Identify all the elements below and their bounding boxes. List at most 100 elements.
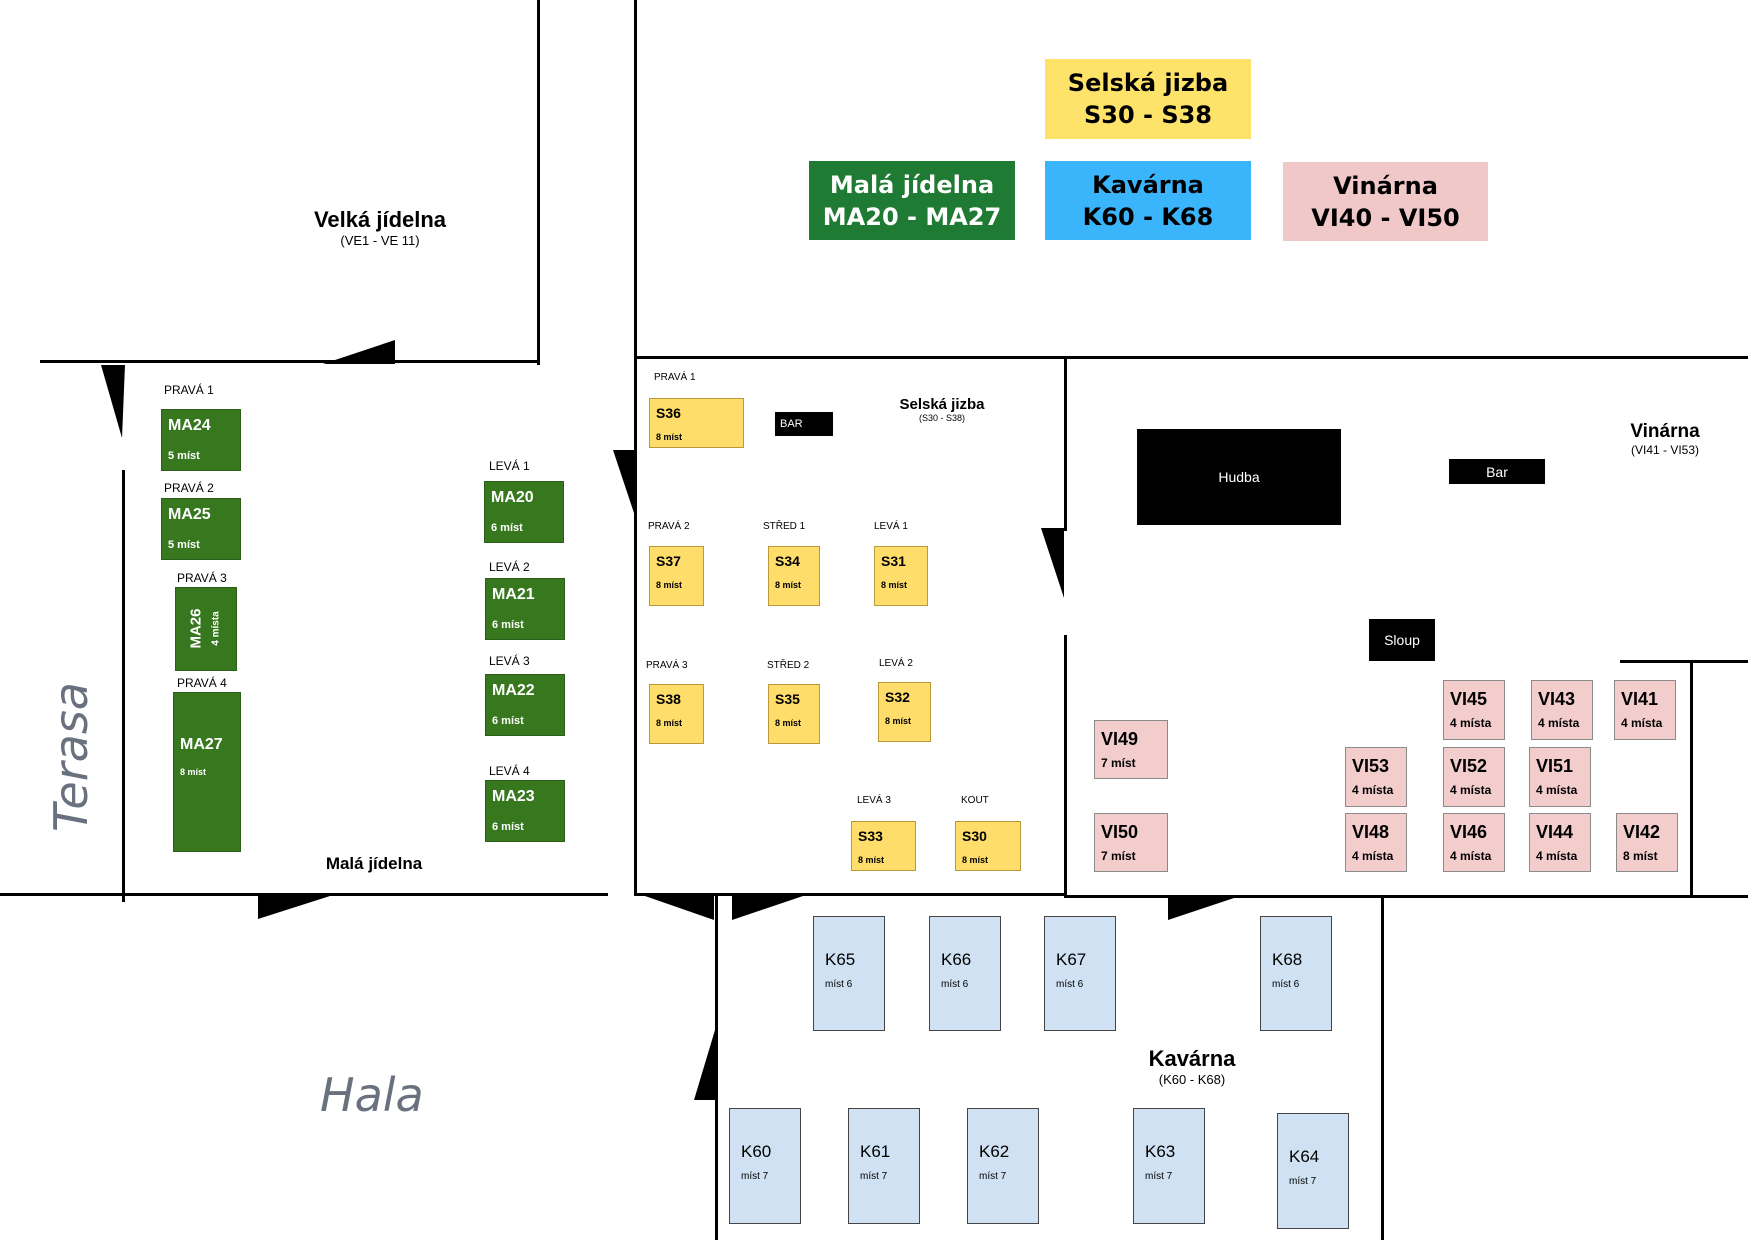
table-id: S33	[858, 828, 883, 844]
position-label: PRAVÁ 2	[648, 521, 690, 532]
door-marker	[101, 365, 125, 438]
table-ma22[interactable]: MA22 6 míst	[485, 674, 565, 736]
table-vi45[interactable]: VI45 4 místa	[1443, 680, 1505, 740]
table-vi42[interactable]: VI42 8 míst	[1616, 813, 1678, 872]
table-id: K61	[860, 1142, 891, 1161]
table-seats: 5 míst	[168, 539, 200, 551]
table-seats: 8 míst	[1623, 849, 1658, 863]
legend-name: Selská jizba	[1067, 69, 1229, 97]
table-s34[interactable]: S34 8 míst	[768, 546, 820, 606]
bar-vinarna: Bar	[1449, 459, 1545, 484]
door-marker	[732, 896, 803, 920]
table-id: S36	[656, 405, 681, 421]
table-s35[interactable]: S35 8 míst	[768, 684, 820, 744]
table-s36[interactable]: S36 8 míst	[649, 398, 744, 448]
position-label: STŘED 1	[763, 521, 806, 532]
table-seats: 8 míst	[656, 718, 683, 728]
table-id: S30	[962, 828, 987, 844]
table-id: K68	[1272, 950, 1303, 969]
table-id: VI48	[1352, 822, 1390, 842]
wall	[715, 895, 718, 1240]
wall	[1620, 660, 1748, 663]
table-ma23[interactable]: MA23 6 míst	[485, 780, 565, 842]
table-vi41[interactable]: VI41 4 místa	[1614, 680, 1676, 740]
room-range: (K60 - K68)	[1158, 1072, 1226, 1087]
table-k61[interactable]: K61 míst 7	[848, 1108, 920, 1224]
table-id: MA25	[168, 506, 211, 523]
table-seats: 6 míst	[492, 821, 524, 833]
table-seats: 7 míst	[1101, 849, 1136, 863]
door-marker	[1168, 896, 1240, 920]
table-id: K63	[1145, 1142, 1176, 1161]
table-seats: 4 místa	[1352, 849, 1394, 863]
door-marker	[694, 1030, 715, 1100]
room-title-vinarna: Vinárna (VI41 - VI53)	[1590, 421, 1740, 457]
table-k62[interactable]: K62 míst 7	[967, 1108, 1039, 1224]
room-range: (VI41 - VI53)	[1630, 443, 1700, 457]
table-ma24[interactable]: MA24 5 míst	[161, 409, 241, 471]
position-label: PRAVÁ 1	[654, 372, 696, 383]
position-label: KOUT	[961, 795, 989, 806]
table-k63[interactable]: K63 míst 7	[1133, 1108, 1205, 1224]
table-k65[interactable]: K65 míst 6	[813, 916, 885, 1031]
position-label: PRAVÁ 3	[646, 660, 688, 671]
position-label: PRAVÁ 3	[177, 571, 227, 585]
table-vi46[interactable]: VI46 4 místa	[1443, 813, 1505, 872]
table-id: K60	[741, 1142, 772, 1161]
table-id: S35	[775, 691, 800, 707]
position-label: LEVÁ 3	[857, 795, 891, 806]
table-id: MA26	[187, 608, 205, 649]
table-seats: 6 míst	[492, 619, 524, 631]
table-k64[interactable]: K64 míst 7	[1277, 1113, 1349, 1229]
table-seats: 8 míst	[656, 432, 683, 442]
table-id: K67	[1056, 950, 1087, 969]
table-seats: 4 místa	[210, 611, 222, 646]
table-k66[interactable]: K66 míst 6	[929, 916, 1001, 1031]
wall	[1064, 356, 1067, 531]
position-label: STŘED 2	[767, 660, 810, 671]
table-id: VI50	[1101, 822, 1139, 842]
table-vi49[interactable]: VI49 7 míst	[1094, 720, 1168, 779]
table-seats: míst 7	[979, 1171, 1007, 1182]
table-id: S31	[881, 553, 906, 569]
table-vi53[interactable]: VI53 4 místa	[1345, 747, 1407, 807]
table-ma25[interactable]: MA25 5 míst	[161, 498, 241, 560]
table-vi51[interactable]: VI51 4 místa	[1529, 747, 1591, 807]
room-name: Velká jídelna	[313, 207, 447, 232]
wall	[634, 0, 637, 895]
table-id: MA21	[492, 586, 535, 603]
room-title-velka-jidelna: Velká jídelna (VE1 - VE 11)	[280, 207, 480, 248]
table-vi52[interactable]: VI52 4 místa	[1443, 747, 1505, 807]
table-s38[interactable]: S38 8 míst	[649, 684, 704, 744]
wall	[1381, 895, 1384, 1240]
room-name: Malá jídelna	[325, 854, 423, 873]
table-k68[interactable]: K68 míst 6	[1260, 916, 1332, 1031]
door-marker	[613, 450, 635, 516]
table-vi44[interactable]: VI44 4 místa	[1529, 813, 1591, 872]
table-ma26[interactable]: MA26 4 místa	[175, 587, 237, 671]
table-vi50[interactable]: VI50 7 míst	[1094, 813, 1168, 872]
table-s31[interactable]: S31 8 míst	[874, 546, 928, 606]
table-s32[interactable]: S32 8 míst	[878, 682, 931, 742]
table-s30[interactable]: S30 8 míst	[955, 821, 1021, 871]
table-ma27[interactable]: MA27 8 míst	[173, 692, 241, 852]
table-seats: 4 místa	[1538, 716, 1580, 730]
table-s33[interactable]: S33 8 míst	[851, 821, 916, 871]
table-ma21[interactable]: MA21 6 míst	[485, 578, 565, 640]
table-k60[interactable]: K60 míst 7	[729, 1108, 801, 1224]
table-seats: míst 6	[1272, 979, 1300, 990]
table-vi43[interactable]: VI43 4 místa	[1531, 680, 1593, 740]
legend-range: VI40 - VI50	[1311, 203, 1460, 232]
table-k67[interactable]: K67 míst 6	[1044, 916, 1116, 1031]
table-id: MA27	[180, 736, 223, 753]
table-vi48[interactable]: VI48 4 místa	[1345, 813, 1407, 872]
table-id: VI43	[1538, 689, 1576, 709]
table-id: K62	[979, 1142, 1010, 1161]
table-ma20[interactable]: MA20 6 míst	[484, 481, 564, 543]
table-s37[interactable]: S37 8 míst	[649, 546, 704, 606]
table-seats: 8 míst	[656, 580, 683, 590]
table-seats: 8 míst	[881, 580, 908, 590]
door-marker	[258, 896, 330, 919]
